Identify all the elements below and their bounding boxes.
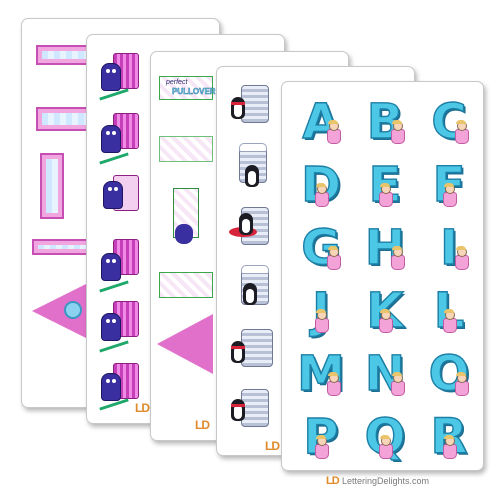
alphabet-letter-tile: A xyxy=(292,93,350,151)
pink-corner-triangle xyxy=(32,281,92,341)
alphabet-letter: A xyxy=(302,93,341,150)
alphabet-sheet: ABC DEF GHI JKL MNO PQR xyxy=(281,81,484,471)
alphabet-letter-tile: K xyxy=(356,282,414,339)
angel-figure xyxy=(314,183,329,207)
pink-corner-triangle xyxy=(157,314,213,374)
angel-figure xyxy=(326,372,341,396)
ld-mark: LD xyxy=(195,418,210,432)
alphabet-letter: I xyxy=(439,219,458,276)
angel-figure xyxy=(454,372,469,396)
alphabet-letter-tile: M xyxy=(292,345,350,402)
title-line-2: PULLOVER xyxy=(172,87,216,96)
angel-figure xyxy=(314,435,329,459)
alphabet-letter: H xyxy=(364,219,406,276)
alphabet-letter: N xyxy=(364,345,406,402)
alphabet-letter-tile: F xyxy=(420,156,478,213)
angel-figure xyxy=(442,183,457,207)
alphabet-letter-tile: L xyxy=(420,282,478,339)
alphabet-letter-tile: C xyxy=(420,93,478,151)
angel-figure xyxy=(378,183,393,207)
angel-figure xyxy=(326,246,341,270)
label-frame xyxy=(159,272,213,298)
alphabet-letter: B xyxy=(366,93,404,150)
alphabet-letter-tile: B xyxy=(356,93,414,151)
pattern-frame xyxy=(159,136,213,162)
angel-figure xyxy=(378,435,393,459)
alphabet-letter: O xyxy=(428,345,470,402)
button-flower xyxy=(64,301,82,319)
angel-figure xyxy=(454,246,469,270)
ld-mark: LD xyxy=(135,401,150,415)
angel-figure xyxy=(442,309,457,333)
angel-figure xyxy=(326,120,341,144)
alphabet-letter-tile: G xyxy=(292,219,350,276)
angel-figure xyxy=(390,372,405,396)
alphabet-letter-tile: Q xyxy=(356,408,414,465)
alphabet-letter-tile: R xyxy=(420,408,478,465)
angel-figure xyxy=(390,120,405,144)
alphabet-letter: C xyxy=(431,93,468,150)
title-line-1: perfect xyxy=(166,79,188,86)
angel-figure xyxy=(390,246,405,270)
title-frame: perfect PULLOVER xyxy=(159,76,216,100)
alphabet-letter-tile: P xyxy=(292,408,350,465)
alphabet-letter-tile: E xyxy=(356,156,414,213)
monster-figure xyxy=(175,224,193,244)
alphabet-letter-tile: I xyxy=(420,219,478,277)
alphabet-letter: M xyxy=(296,345,345,402)
alphabet-letter-tile: N xyxy=(356,345,414,402)
alphabet-letter-tile: O xyxy=(420,345,478,402)
brand-url: LetteringDelights.com xyxy=(342,476,430,486)
brand-logo: LD xyxy=(326,475,340,487)
angel-figure xyxy=(378,309,393,333)
ld-mark: LD xyxy=(265,439,280,453)
alphabet-letter: G xyxy=(301,219,342,276)
angel-figure xyxy=(454,120,469,144)
angel-figure xyxy=(442,435,457,459)
alphabet-letter-tile: D xyxy=(292,156,350,213)
alphabet-letter-tile: H xyxy=(356,219,414,276)
tall-frame xyxy=(40,153,64,219)
angel-figure xyxy=(314,309,329,333)
alphabet-letter-tile: J xyxy=(292,282,350,339)
